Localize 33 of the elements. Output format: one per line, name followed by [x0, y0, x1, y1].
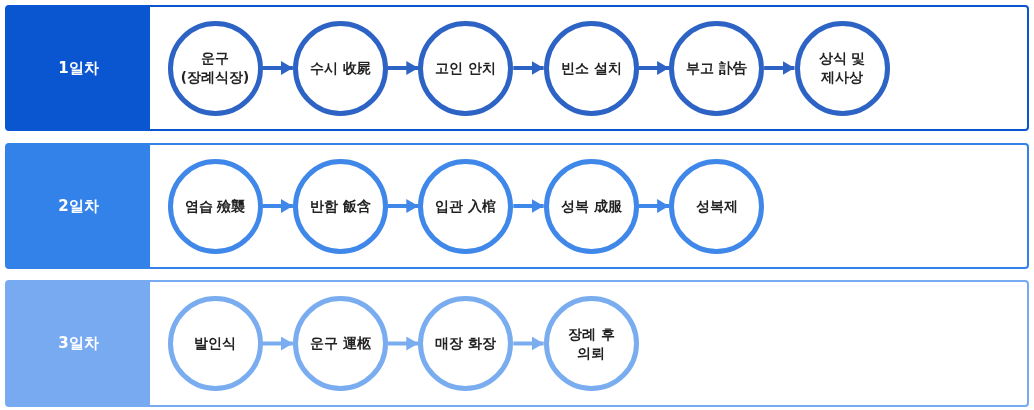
step-circle: 성복제	[669, 158, 765, 254]
step-circle: 수시 收屍	[292, 20, 388, 116]
arrow	[262, 199, 293, 213]
day-header-cell: 3일차	[7, 282, 150, 405]
arrow	[764, 61, 795, 75]
step-circle: 매장 화장	[418, 296, 514, 391]
step-circle: 운구 (장례식장)	[167, 20, 263, 116]
arrow	[387, 336, 419, 351]
step-circle: 빈소 설치	[543, 20, 639, 116]
arrow	[513, 336, 544, 351]
arrow	[513, 61, 544, 75]
arrow	[638, 61, 670, 75]
arrow	[262, 336, 293, 351]
day-header-cell: 1일차	[7, 7, 150, 129]
step-circle: 고인 안치	[418, 20, 514, 116]
step-circle: 운구 運柩	[292, 296, 388, 391]
day-band	[5, 280, 1029, 407]
day-band	[5, 143, 1029, 269]
step-circle: 부고 訃告	[669, 20, 765, 116]
arrow	[513, 199, 544, 213]
arrow	[262, 61, 293, 75]
arrow	[387, 199, 419, 213]
day-band	[5, 5, 1029, 131]
arrow	[638, 199, 670, 213]
arrow	[387, 61, 419, 75]
step-circle: 염습 殮襲	[167, 158, 263, 254]
step-circle: 성복 成服	[543, 158, 639, 254]
day-header-cell: 2일차	[7, 145, 150, 267]
step-circle: 입관 入棺	[418, 158, 514, 254]
step-circle: 장례 후 의뢰	[543, 296, 639, 391]
step-circle: 상식 및 제사상	[794, 20, 890, 116]
step-circle: 발인식	[167, 296, 263, 391]
step-circle: 반함 飯含	[292, 158, 388, 254]
